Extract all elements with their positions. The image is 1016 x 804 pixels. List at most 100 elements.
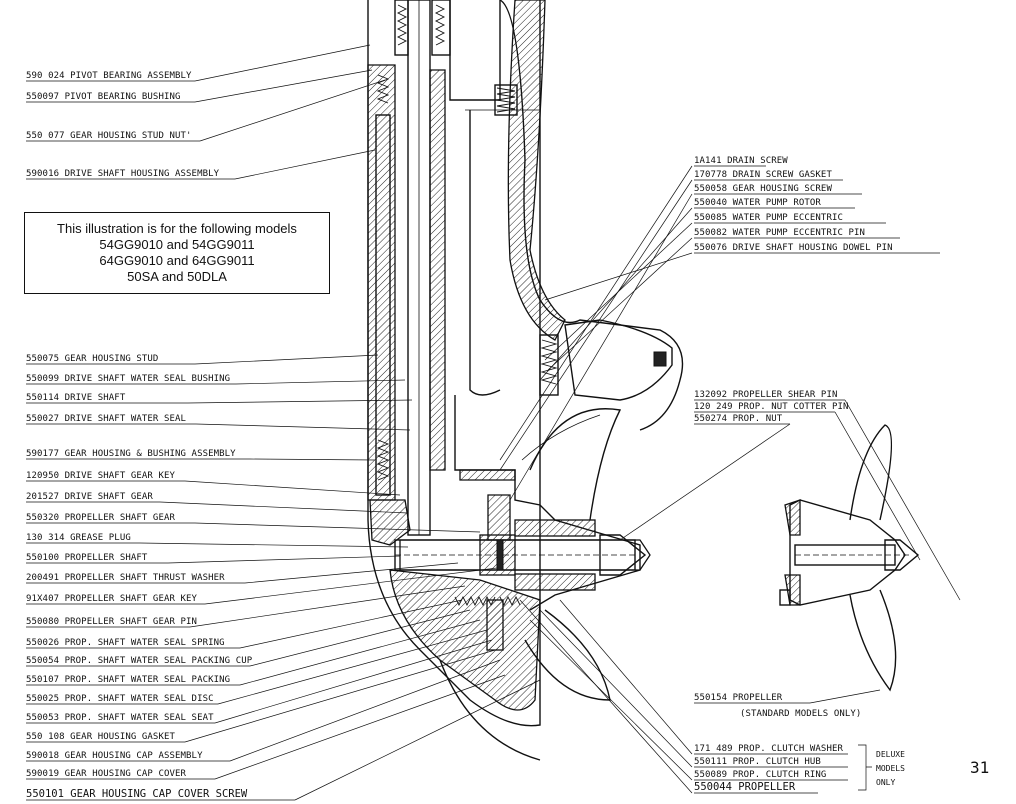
model-box-line-1: This illustration is for the following m…	[57, 221, 297, 236]
left-labels: 590 024 PIVOT BEARING ASSEMBLY 550097 PIV…	[26, 44, 541, 801]
right-label-3-leader	[509, 193, 693, 501]
left-label-3-leader	[199, 79, 386, 142]
deluxe-label-3-leader	[529, 619, 693, 781]
deluxe-label-3: 550089 PROP. CLUTCH RING	[694, 770, 826, 780]
left-label-6: 550099 DRIVE SHAFT WATER SEAL BUSHING	[26, 374, 230, 384]
right-label-1: 1A141 DRAIN SCREW	[694, 156, 788, 166]
deluxe-note-line: MODELS	[876, 764, 905, 773]
deluxe-label-1: 171 489 PROP. CLUTCH WASHER	[694, 744, 843, 754]
deluxe-note-line: ONLY	[876, 778, 896, 787]
left-label-18: 550026 PROP. SHAFT WATER SEAL SPRING	[26, 638, 225, 648]
left-label-3: 550 077 GEAR HOUSING STUD NUT'	[26, 131, 192, 141]
left-label-23: 550 108 GEAR HOUSING GASKET	[26, 732, 175, 742]
left-label-16-leader	[204, 567, 498, 605]
right-label-5: 550085 WATER PUMP ECCENTRIC	[694, 213, 843, 223]
left-label-13: 130 314 GREASE PLUG	[26, 533, 131, 543]
page-number: 31	[970, 758, 990, 777]
left-label-4-leader	[234, 149, 376, 180]
right-label-10-leader	[619, 423, 791, 541]
left-label-24: 590018 GEAR HOUSING CAP ASSEMBLY	[26, 751, 203, 761]
left-label-18-leader	[239, 599, 463, 649]
right-label-9-leader	[834, 411, 921, 561]
left-label-9: 590177 GEAR HOUSING & BUSHING ASSEMBLY	[26, 449, 236, 459]
model-box-line-2: 54GG9010 and 54GG9011	[99, 237, 255, 252]
left-label-8: 550027 DRIVE SHAFT WATER SEAL	[26, 414, 186, 424]
right-label-2-leader	[499, 179, 693, 471]
left-label-7: 550114 DRIVE SHAFT	[26, 393, 126, 403]
right-label-4: 550040 WATER PUMP ROTOR	[694, 198, 821, 208]
deluxe-label-1-leader	[559, 599, 693, 755]
left-label-14-leader	[167, 555, 401, 564]
propeller-label: 550154 PROPELLER	[694, 693, 783, 703]
left-label-15-leader	[244, 562, 459, 584]
right-label-8: 132092 PROPELLER SHEAR PIN	[694, 390, 837, 400]
left-label-15: 200491 PROPELLER SHAFT THRUST WASHER	[26, 573, 225, 583]
deluxe-label-4: 550044 PROPELLER	[694, 781, 796, 793]
right-label-9: 120 249 PROP. NUT COTTER PIN	[694, 402, 849, 412]
deluxe-label-4-leader	[519, 599, 693, 794]
left-label-5-leader	[194, 354, 379, 365]
right-label-7-leader	[544, 252, 693, 301]
left-label-22-leader	[214, 639, 493, 724]
right-label-8-leader	[844, 399, 961, 601]
left-label-4: 590016 DRIVE SHAFT HOUSING ASSEMBLY	[26, 169, 220, 179]
left-label-12: 550320 PROPELLER SHAFT GEAR	[26, 513, 175, 523]
left-label-1: 590 024 PIVOT BEARING ASSEMBLY	[26, 71, 192, 81]
left-label-21-leader	[217, 629, 488, 705]
water-passage	[449, 0, 684, 431]
left-label-16: 91X407 PROPELLER SHAFT GEAR KEY	[26, 594, 198, 604]
right-labels: 1A141 DRAIN SCREW 170778 DRAIN SCREW GASK…	[499, 156, 961, 601]
deluxe-label-2-leader	[539, 609, 693, 768]
left-label-2-leader	[194, 69, 373, 103]
left-label-26: 550101 GEAR HOUSING CAP COVER SCREW	[26, 788, 248, 800]
left-label-6-leader	[235, 379, 406, 385]
left-label-12-leader	[194, 522, 481, 533]
left-label-8-leader	[195, 423, 411, 431]
left-label-2: 550097 PIVOT BEARING BUSHING	[26, 92, 181, 102]
left-label-23-leader	[184, 649, 496, 743]
left-label-25-leader	[214, 674, 506, 780]
propeller-label-leader	[809, 689, 881, 704]
left-label-20-leader	[239, 619, 481, 686]
model-box-line-3: 64GG9010 and 64GG9011	[99, 253, 255, 268]
left-label-1-leader	[194, 44, 371, 82]
left-label-9-leader	[249, 458, 376, 461]
left-label-17: 550080 PROPELLER SHAFT GEAR PIN	[26, 617, 197, 627]
right-label-5-leader	[544, 222, 693, 361]
left-label-13-leader	[139, 542, 409, 548]
deluxe-models-note: DELUXE MODELS ONLY	[876, 748, 905, 790]
gear-housing	[389, 395, 651, 761]
left-label-25: 590019 GEAR HOUSING CAP COVER	[26, 769, 187, 779]
left-label-19-leader	[249, 609, 471, 667]
left-label-14: 550100 PROPELLER SHAFT	[26, 553, 148, 563]
left-label-5: 550075 GEAR HOUSING STUD	[26, 354, 158, 364]
left-label-11: 201527 DRIVE SHAFT GEAR	[26, 492, 153, 502]
deluxe-label-2: 550111 PROP. CLUTCH HUB	[694, 757, 821, 767]
right-label-10: 550274 PROP. NUT	[694, 414, 783, 424]
left-label-19: 550054 PROP. SHAFT WATER SEAL PACKING CU…	[26, 656, 253, 666]
left-label-22: 550053 PROP. SHAFT WATER SEAL SEAT	[26, 713, 214, 723]
left-label-21: 550025 PROP. SHAFT WATER SEAL DISC	[26, 694, 214, 704]
left-label-10-leader	[184, 480, 401, 496]
left-label-24-leader	[229, 659, 501, 762]
left-label-7-leader	[187, 399, 413, 404]
deluxe-bracket	[858, 744, 872, 791]
left-label-20: 550107 PROP. SHAFT WATER SEAL PACKING	[26, 675, 230, 685]
propeller-labels: 550154 PROPELLER (STANDARD MODELS ONLY)	[694, 689, 881, 719]
propeller-label-note: (STANDARD MODELS ONLY)	[740, 709, 861, 719]
right-label-7: 550076 DRIVE SHAFT HOUSING DOWEL PIN	[694, 243, 893, 253]
right-label-6: 550082 WATER PUMP ECCENTRIC PIN	[694, 228, 865, 238]
left-label-11-leader	[159, 501, 409, 514]
model-box-line-4: 50SA and 50DLA	[127, 269, 227, 284]
deluxe-note-line: DELUXE	[876, 750, 905, 759]
left-label-10: 120950 DRIVE SHAFT GEAR KEY	[26, 471, 175, 481]
drive-shaft-housing	[367, 0, 541, 727]
deluxe-labels: 171 489 PROP. CLUTCH WASHER 550111 PROP. …	[519, 599, 872, 794]
right-label-2: 170778 DRAIN SCREW GASKET	[694, 170, 832, 180]
left-label-26-leader	[294, 679, 541, 801]
exploded-propeller	[779, 424, 920, 692]
right-label-1-leader	[499, 165, 693, 461]
right-label-6-leader	[547, 237, 693, 371]
model-applicability-box: This illustration is for the following m…	[24, 212, 330, 294]
